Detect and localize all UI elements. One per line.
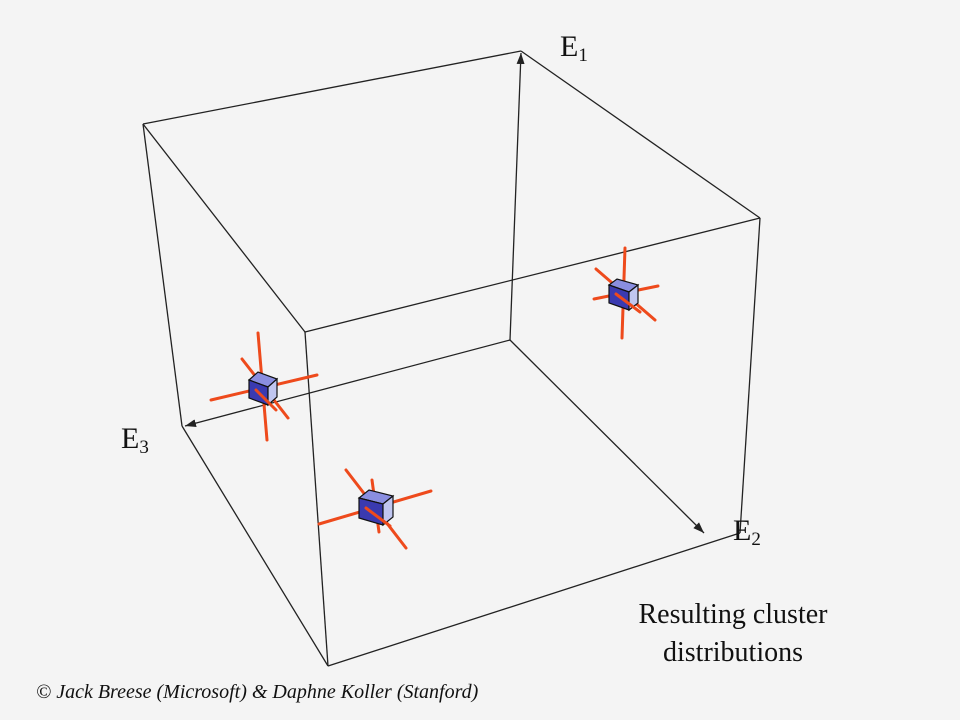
cube-edge [304,331,329,667]
cube-edge [181,425,329,667]
axis-label-e2: E2 [733,514,761,550]
cube-edge [142,123,183,427]
cluster-cube-front [267,377,278,407]
cluster-spoke [364,506,392,528]
cube-edges [142,50,761,667]
axis-arrow-e2 [509,339,705,534]
copyright-notice: © Jack Breese (Microsoft) & Daphne Kolle… [36,681,479,703]
cube-edge [520,50,761,219]
cluster-top-right [592,246,660,340]
axis-label-letter: E [560,30,579,63]
cluster-spoke [254,388,278,412]
axis-label-letter: E [121,422,140,455]
axis-label-e3: E3 [121,422,149,458]
axis-arrows [184,52,705,534]
axis-label-subscript: 1 [578,45,588,66]
cube-edge [327,532,741,667]
cube-edge [142,123,306,333]
axis-label-subscript: 2 [751,529,761,550]
axis-arrow-e3 [184,339,511,428]
cluster-left [209,331,319,442]
axis-label-subscript: 3 [139,437,149,458]
cube-edge [304,217,761,333]
cube-edge [142,50,522,125]
cluster-bottom [317,468,433,550]
caption-line-1: Resulting cluster [638,599,828,630]
axis-label-e1: E1 [560,30,588,66]
axis-arrow-e1 [509,52,525,341]
diagram-caption: Resulting cluster distributions [600,596,866,672]
caption-line-2: distributions [662,637,803,668]
cluster-cube-front [382,494,394,527]
axis-label-letter: E [733,514,752,547]
cube-edge [739,217,761,534]
cluster-spoke [614,292,642,314]
